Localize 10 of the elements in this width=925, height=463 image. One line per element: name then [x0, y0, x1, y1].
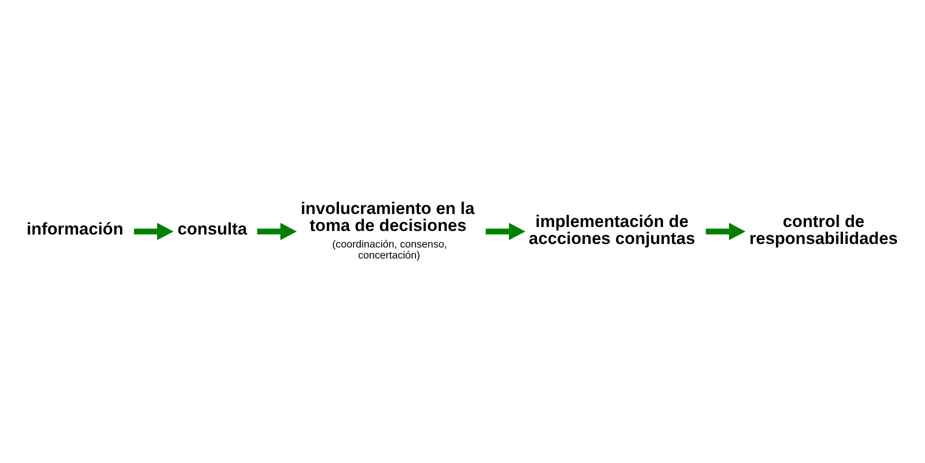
arrow: [257, 222, 297, 240]
arrow: [706, 222, 746, 240]
node-text: información: [26, 220, 124, 239]
node-text: implementación de accciones conjuntas: [528, 212, 696, 248]
node-label: (coordinación, consenso, concertación): [332, 239, 448, 262]
node-text: consulta: [178, 220, 248, 239]
node-text: control de responsabilidades: [749, 212, 898, 248]
node-text: involucramiento en la toma de decisiones: [300, 199, 475, 235]
arrow: [134, 222, 174, 240]
arrow: [486, 222, 526, 240]
